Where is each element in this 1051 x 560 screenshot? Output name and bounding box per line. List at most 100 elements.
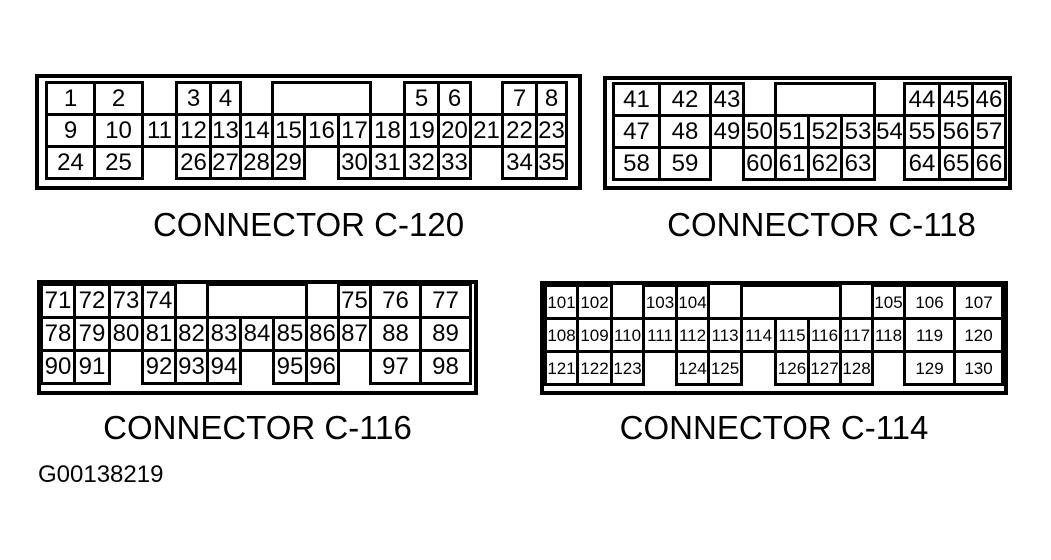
pin-29: 29 [271,145,306,180]
pin-78: 78 [40,316,76,352]
pin-47: 47 [612,114,661,149]
pin-77: 77 [419,283,472,319]
pin-4: 4 [209,81,242,116]
pin-110: 110 [610,317,645,353]
pin-82: 82 [174,316,209,352]
pin-63: 63 [840,146,876,181]
pin-34: 34 [501,145,538,180]
pin-54: 54 [873,114,906,149]
pin-22: 22 [501,113,538,148]
pin-98: 98 [419,349,472,385]
pin-74: 74 [141,283,177,319]
pin-106: 106 [903,284,956,320]
pin-72: 72 [73,283,111,319]
pin-15: 15 [271,113,306,148]
pin-121: 121 [544,350,579,386]
pin-81: 81 [141,316,177,352]
pin-118: 118 [871,317,906,353]
pin-75: 75 [337,283,372,319]
connector-c116-caption: CONNECTOR C-116 [103,409,412,446]
pin-89: 89 [419,316,472,352]
pin-109: 109 [576,317,613,353]
pin-93: 93 [174,349,209,385]
pin-31: 31 [369,145,406,180]
pin-108: 108 [544,317,579,353]
connector-c118-caption: CONNECTOR C-118 [667,206,976,243]
pin-119: 119 [903,317,956,353]
pin-28: 28 [239,145,274,180]
pin-80: 80 [108,316,144,352]
pin-45: 45 [938,82,974,117]
figure-code: G00138219 [38,461,164,488]
pin-20: 20 [437,113,472,148]
pin-30: 30 [337,145,372,180]
keyway-box [740,284,842,320]
pin-64: 64 [903,146,941,181]
pin-62: 62 [807,146,843,181]
pin-101: 101 [544,284,579,320]
pin-25: 25 [93,145,144,180]
pin-116: 116 [807,317,842,353]
pin-2: 2 [93,81,144,116]
pin-126: 126 [774,350,810,386]
pin-10: 10 [93,113,144,148]
pin-5: 5 [403,81,440,116]
pin-66: 66 [971,146,1007,181]
pin-127: 127 [807,350,842,386]
keyway-box [271,81,372,116]
pin-23: 23 [535,113,568,148]
pin-128: 128 [839,350,874,386]
pin-58: 58 [612,146,661,181]
pin-35: 35 [535,145,568,180]
pin-73: 73 [108,283,144,319]
pin-113: 113 [707,317,743,353]
pin-46: 46 [971,82,1007,117]
pin-32: 32 [403,145,440,180]
pin-21: 21 [469,113,504,148]
pin-53: 53 [840,114,876,149]
pin-55: 55 [903,114,941,149]
pin-76: 76 [369,283,422,319]
pin-61: 61 [774,146,810,181]
pin-3: 3 [175,81,212,116]
pin-43: 43 [709,82,745,117]
keyway-box [206,283,308,319]
pin-60: 60 [742,146,777,181]
pin-92: 92 [141,349,177,385]
pin-65: 65 [938,146,974,181]
pin-87: 87 [337,316,372,352]
pin-96: 96 [305,349,340,385]
pin-17: 17 [337,113,372,148]
pin-52: 52 [807,114,843,149]
pin-24: 24 [45,145,96,180]
pin-79: 79 [73,316,111,352]
pin-114: 114 [740,317,777,353]
pin-51: 51 [774,114,810,149]
pin-95: 95 [272,349,308,385]
connector-c120-caption: CONNECTOR C-120 [152,206,465,243]
pin-13: 13 [209,113,242,148]
pin-42: 42 [658,82,712,117]
pin-27: 27 [209,145,242,180]
pin-86: 86 [305,316,340,352]
pin-59: 59 [658,146,712,181]
pin-48: 48 [658,114,712,149]
pin-104: 104 [675,284,710,320]
pin-33: 33 [437,145,472,180]
pin-103: 103 [642,284,678,320]
pin-71: 71 [40,283,76,319]
pin-123: 123 [610,350,645,386]
pin-57: 57 [971,114,1007,149]
pin-14: 14 [239,113,274,148]
pin-83: 83 [206,316,242,352]
pin-41: 41 [612,82,661,117]
pin-122: 122 [576,350,613,386]
pin-16: 16 [303,113,340,148]
pin-56: 56 [938,114,974,149]
pin-129: 129 [903,350,956,386]
pin-97: 97 [369,349,422,385]
pin-105: 105 [871,284,906,320]
pin-107: 107 [953,284,1004,320]
